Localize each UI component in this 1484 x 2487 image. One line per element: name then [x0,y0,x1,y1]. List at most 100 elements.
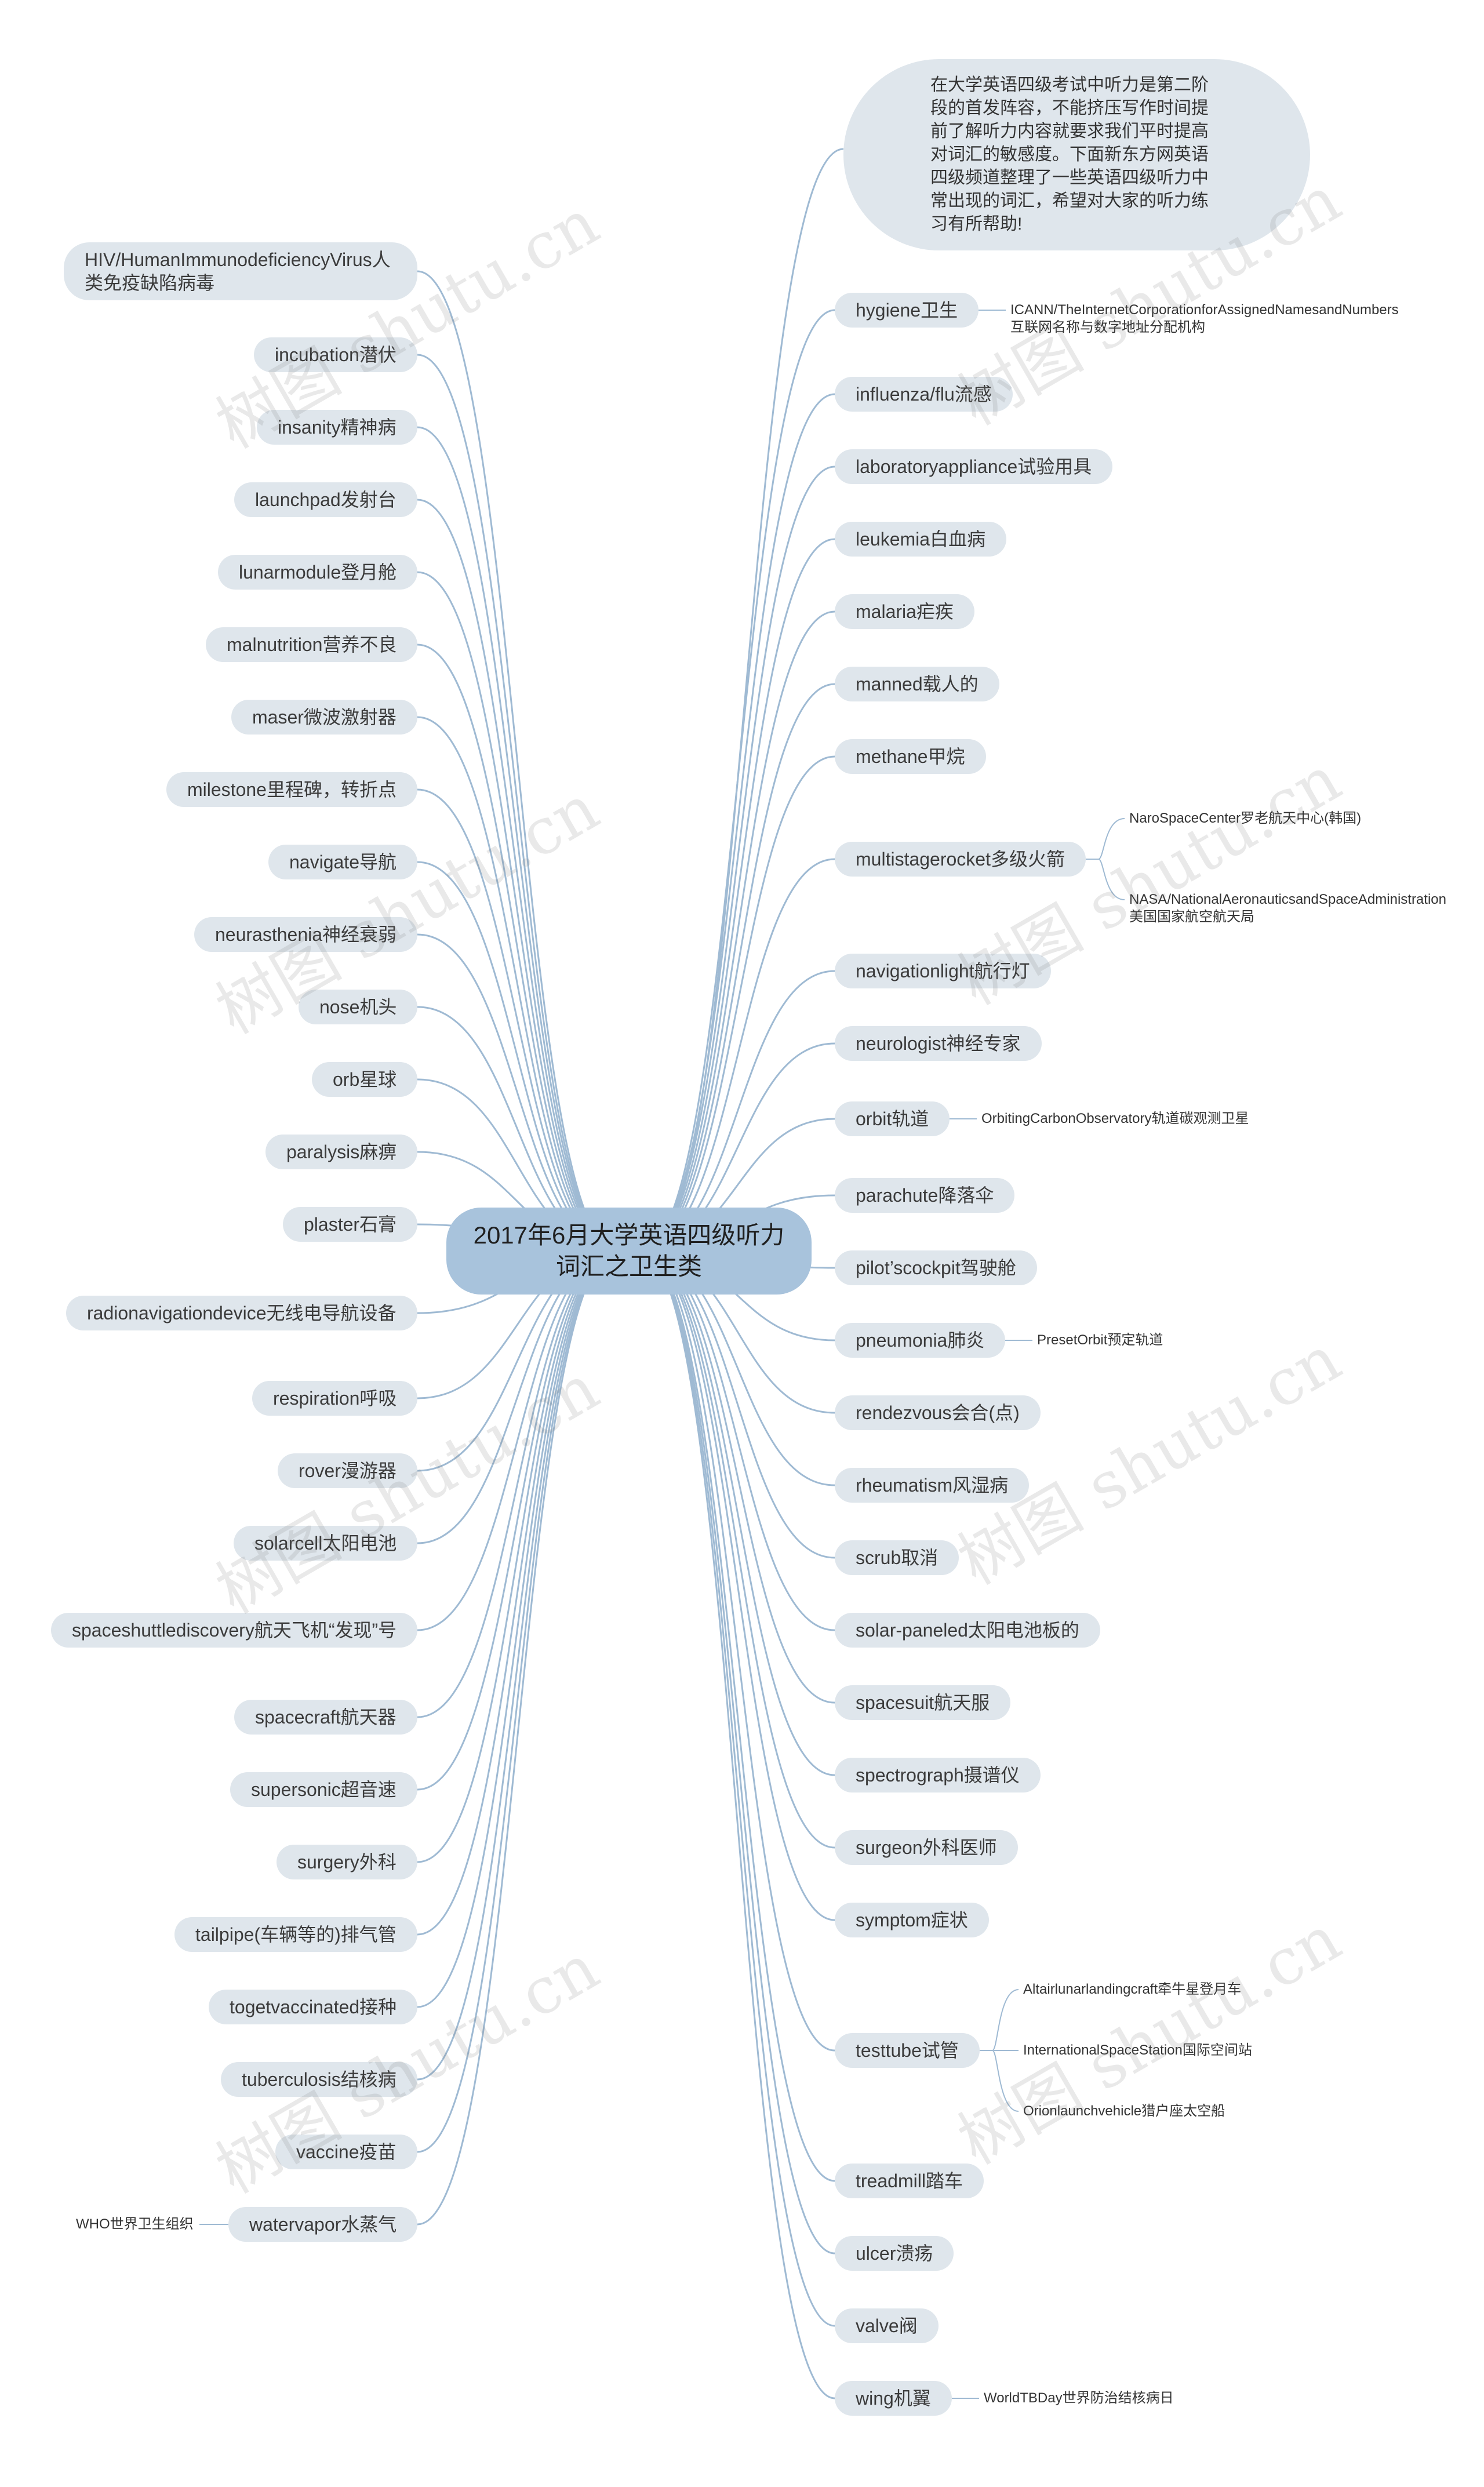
leaf-node[interactable]: InternationalSpaceStation国际空间站 [1023,2042,1252,2058]
branch-label: laboratoryappliance试验用具 [856,456,1092,477]
leaf-node[interactable]: WHO世界卫生组织 [76,2216,194,2232]
leaf-node[interactable]: NaroSpaceCenter罗老航天中心(韩国) [1129,810,1362,826]
leaf-node[interactable]: WorldTBDay世界防治结核病日 [984,2390,1174,2406]
branch-label: leukemia白血病 [856,529,986,550]
left-branch-node[interactable]: navigate导航 [268,845,417,879]
right-branch-node[interactable]: methane甲烷 [835,739,986,774]
right-branch-node[interactable]: rendezvous会合(点) [835,1395,1041,1430]
branch-label: solar-paneled太阳电池板的 [856,1620,1079,1641]
leaf-node[interactable]: Altairlunarlandingcraft牵牛星登月车 [1023,1981,1242,1997]
branch-label: parachute降落伞 [856,1185,994,1206]
right-branch-node[interactable]: spacesuit航天服 [835,1685,1011,1720]
branch-label: hygiene卫生 [856,300,958,321]
branch-label: navigationlight航行灯 [856,961,1030,981]
left-branch-node[interactable]: radionavigationdevice无线电导航设备 [66,1296,417,1330]
right-branch-node[interactable]: parachute降落伞 [835,1178,1015,1213]
right-branch-node[interactable]: treadmill踏车 [835,2164,984,2198]
branch-label: pneumonia肺炎 [856,1330,985,1351]
right-branch-node[interactable]: symptom症状 [835,1903,989,1937]
right-branch-node[interactable]: influenza/flu流感 [835,377,1013,412]
branch-label: spacesuit航天服 [856,1692,990,1713]
left-branch-node[interactable]: paralysis麻痹 [265,1135,418,1169]
left-branch-node[interactable]: spaceshuttlediscovery航天飞机“发现”号 [51,1613,418,1648]
left-branch-node[interactable]: plaster石膏 [283,1207,418,1242]
left-branch-node[interactable]: lunarmodule登月舱 [218,555,418,590]
left-branch-node[interactable]: tailpipe(车辆等的)排气管 [174,1917,417,1952]
branch-label: insanity精神病 [278,417,397,438]
right-branch-node[interactable]: testtube试管 [835,2033,980,2068]
branch-label: spectrograph摄谱仪 [856,1765,1020,1786]
right-branch-node[interactable]: ulcer溃疡 [835,2236,954,2271]
right-branch-node[interactable]: manned载人的 [835,667,999,701]
branch-label: orbit轨道 [856,1108,929,1129]
branch-label: rheumatism风湿病 [856,1475,1009,1496]
branch-label: malaria疟疾 [856,601,954,622]
branch-label: milestone里程碑，转折点 [187,779,397,800]
intro-note: 在大学英语四级考试中听力是第二阶段的首发阵容，不能挤压写作时间提前了解听力内容就… [843,59,1310,250]
left-branch-node[interactable]: launchpad发射台 [234,482,417,517]
leaf-node[interactable]: PresetOrbit预定轨道 [1037,1332,1163,1348]
left-branch-node[interactable]: nose机头 [299,990,418,1024]
right-branch-node[interactable]: navigationlight航行灯 [835,954,1051,988]
right-branch-node[interactable]: pilot’scockpit驾驶舱 [835,1250,1037,1285]
left-branch-node[interactable]: supersonic超音速 [230,1772,417,1807]
left-branch-node[interactable]: respiration呼吸 [252,1381,418,1416]
right-branch-node[interactable]: hygiene卫生 [835,293,979,328]
right-branch-node[interactable]: scrub取消 [835,1540,959,1575]
leaf-node[interactable]: Orionlaunchvehicle猎户座太空船 [1023,2103,1225,2119]
left-branch-node[interactable]: maser微波激射器 [231,700,417,735]
branch-label: manned载人的 [856,674,979,695]
branch-label: HIV/HumanImmunodeficiencyVirus人类免疫缺陷病毒 [85,249,391,293]
left-branch-node[interactable]: HIV/HumanImmunodeficiencyVirus人类免疫缺陷病毒 [64,242,417,300]
left-branch-node[interactable]: orb星球 [312,1062,418,1097]
right-branch-node[interactable]: leukemia白血病 [835,522,1007,557]
left-branch-node[interactable]: rover漫游器 [278,1453,417,1488]
left-branch-node[interactable]: solarcell太阳电池 [234,1526,418,1561]
right-branch-node[interactable]: neurologist神经专家 [835,1026,1042,1061]
left-branch-node[interactable]: tuberculosis结核病 [221,2062,417,2097]
branch-label: supersonic超音速 [251,1779,397,1800]
branch-label: surgeon外科医师 [856,1837,997,1858]
right-branch-node[interactable]: laboratoryappliance试验用具 [835,449,1113,484]
left-branch-node[interactable]: togetvaccinated接种 [209,1990,418,2024]
left-branch-node[interactable]: insanity精神病 [257,410,417,445]
branch-label: nose机头 [319,997,397,1017]
branch-label: valve阀 [856,2315,918,2336]
branch-label: maser微波激射器 [252,707,397,728]
branch-label: paralysis麻痹 [286,1141,397,1162]
branch-label: malnutrition营养不良 [227,634,397,655]
branch-label: surgery外科 [297,1852,397,1872]
branch-label: watervapor水蒸气 [249,2214,397,2235]
branch-label: plaster石膏 [304,1214,397,1235]
branch-label: testtube试管 [856,2040,959,2061]
right-branch-node[interactable]: surgeon外科医师 [835,1830,1018,1865]
right-branch-node[interactable]: orbit轨道 [835,1101,950,1136]
branch-label: neurasthenia神经衰弱 [215,924,397,945]
branch-label: spaceshuttlediscovery航天飞机“发现”号 [72,1620,397,1641]
left-branch-node[interactable]: watervapor水蒸气 [228,2207,418,2242]
right-branch-node[interactable]: solar-paneled太阳电池板的 [835,1613,1100,1648]
branch-label: incubation潜伏 [275,344,397,365]
right-branch-node[interactable]: rheumatism风湿病 [835,1468,1030,1503]
leaf-node[interactable]: NASA/NationalAeronauticsandSpaceAdminist… [1129,892,1446,925]
left-branch-node[interactable]: malnutrition营养不良 [206,627,418,662]
left-branch-node[interactable]: surgery外科 [277,1845,417,1879]
left-branch-node[interactable]: milestone里程碑，转折点 [166,772,417,807]
branch-label: launchpad发射台 [255,489,397,510]
branch-label: symptom症状 [856,1910,968,1930]
right-branch-node[interactable]: pneumonia肺炎 [835,1323,1006,1358]
branch-label: radionavigationdevice无线电导航设备 [87,1303,397,1324]
leaf-node[interactable]: OrbitingCarbonObservatory轨道碳观测卫星 [981,1111,1249,1126]
left-branch-node[interactable]: neurasthenia神经衰弱 [194,917,418,952]
right-branch-node[interactable]: wing机翼 [835,2381,952,2416]
right-branch-node[interactable]: spectrograph摄谱仪 [835,1758,1041,1792]
left-branch-node[interactable]: incubation潜伏 [254,337,417,372]
right-branch-node[interactable]: valve阀 [835,2308,939,2343]
right-branch-node[interactable]: malaria疟疾 [835,594,974,629]
right-branch-node[interactable]: multistagerocket多级火箭 [835,842,1086,877]
leaf-node[interactable]: ICANN/TheInternetCorporationforAssignedN… [1010,302,1399,335]
left-branch-node[interactable]: spacecraft航天器 [234,1700,417,1735]
left-branch-node[interactable]: vaccine疫苗 [275,2135,417,2169]
central-topic[interactable]: 2017年6月大学英语四级听力词汇之卫生类 [446,1208,812,1295]
